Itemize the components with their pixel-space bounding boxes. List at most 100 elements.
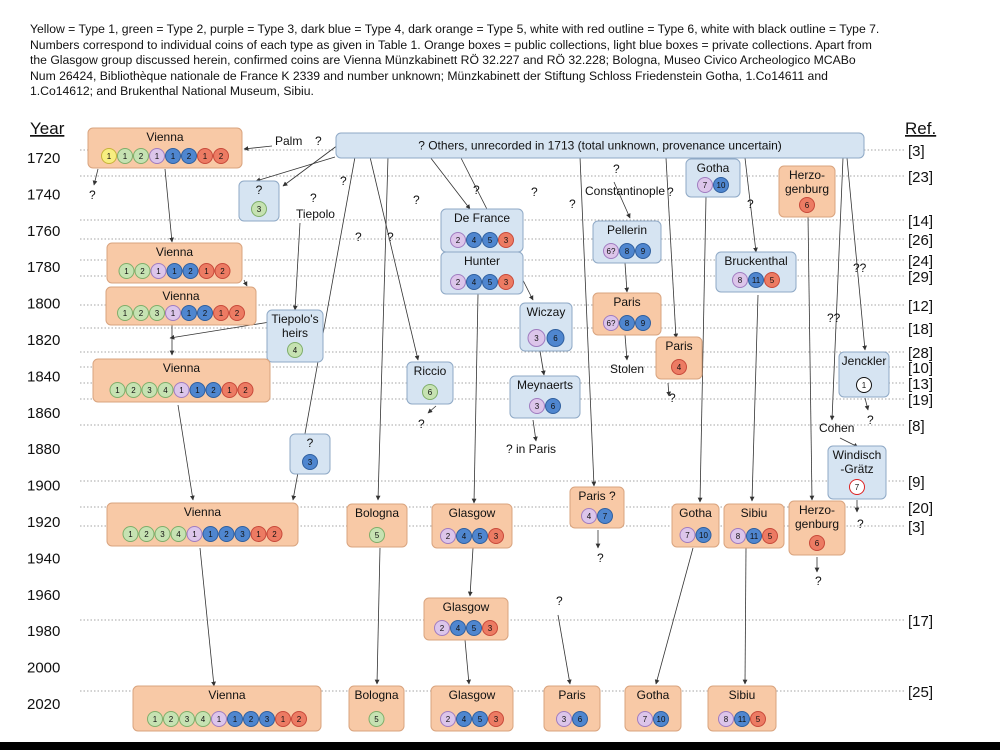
coin-circle (170, 526, 187, 542)
coin-type-7: 1 (856, 377, 872, 393)
collection-others: ? Others, unrecorded in 1713 (total unkn… (335, 132, 865, 159)
coin-number: 3 (147, 386, 152, 395)
coin-type-5: 1 (213, 305, 229, 321)
collection-label: Vienna (162, 289, 199, 303)
coin-circle (482, 232, 498, 248)
coin-circle (635, 243, 651, 259)
reference-label: [29] (908, 269, 933, 286)
coin-circle (671, 359, 687, 375)
coin-circle (762, 528, 778, 544)
year-tick-label: 1860 (27, 405, 60, 422)
coin-circle (856, 377, 872, 393)
coin-circle (422, 384, 438, 400)
coin-number: 1 (155, 152, 160, 161)
collection-label: Sibiu (729, 688, 756, 702)
collection-label: Paris ? (578, 489, 616, 503)
coin-circle (488, 528, 504, 544)
provenance-arrow (846, 157, 867, 351)
note-question: ? (815, 574, 822, 588)
coin-number: 3 (494, 715, 499, 724)
coin-circle (527, 329, 546, 347)
collection-box (406, 361, 454, 405)
collection-label: ? (307, 436, 314, 450)
year-tick-label: 1940 (27, 550, 60, 567)
reference-label: [3] (908, 519, 925, 536)
collection-label: Gotha (697, 161, 730, 175)
coin-number: 1 (128, 530, 133, 539)
caption-line: 1.Co14612; and Brukenthal National Museu… (30, 84, 314, 99)
coin-number: 2 (297, 715, 302, 724)
collection-label: Glasgow (443, 600, 490, 614)
coin-circle (637, 711, 653, 727)
coin-type-5: 1 (275, 711, 291, 727)
coin-number: 8 (724, 715, 729, 724)
coin-number: 6? (607, 319, 616, 328)
coin-number: 2 (249, 715, 254, 724)
coin-circle (730, 528, 746, 544)
collection-box (348, 685, 405, 732)
coin-number: 1 (204, 267, 209, 276)
note-question: ? (669, 391, 676, 405)
note-constantinople: Constantinople (585, 184, 665, 198)
collection-label: genburg (795, 517, 839, 531)
year-tick-label: 1760 (27, 223, 60, 240)
coin-number: 1 (219, 309, 224, 318)
provenance-arrow (532, 419, 538, 442)
coin-type-2: 6 (422, 384, 438, 400)
coin-type-4: 4 (466, 232, 482, 248)
coin-number: 1 (171, 152, 176, 161)
coin-circle (302, 454, 318, 470)
coin-number: 3 (308, 458, 313, 467)
provenance-arrow (177, 404, 195, 501)
coin-type-4: 1 (165, 148, 181, 164)
coin-circle (147, 711, 163, 727)
coin-circle (202, 526, 219, 542)
coin-circle (619, 243, 635, 259)
provenance-arrow (807, 215, 815, 501)
coin-type-3: 1 (165, 305, 181, 321)
coin-type-3: 1 (186, 526, 203, 542)
coin-type-4: 7 (597, 508, 613, 524)
collection-label: Paris (613, 295, 640, 309)
coin-number: 2 (456, 278, 461, 287)
coin-number: 1 (172, 267, 177, 276)
coin-circle (133, 148, 149, 164)
coin-circle (466, 232, 482, 248)
coin-number: 1 (171, 309, 176, 318)
coin-circle (165, 148, 181, 164)
coin-circle (456, 528, 472, 544)
collection-box (778, 165, 836, 218)
caption-line: Num 26424, Bibliothèque nationale de Fra… (30, 68, 828, 83)
coin-circle (149, 305, 165, 321)
coin-circle (581, 508, 597, 524)
coin-number: 3 (265, 715, 270, 724)
coin-number: 11 (738, 715, 747, 724)
coin-number: 2 (144, 530, 149, 539)
provenance-arrow (292, 222, 301, 311)
coin-type-5: 5 (764, 272, 780, 288)
coin-circle (195, 711, 211, 727)
coin-circle (450, 620, 466, 636)
coin-type-5: 2 (214, 263, 231, 279)
coin-type-3: 3 (529, 398, 545, 414)
coin-circle (234, 526, 251, 542)
coin-circle (118, 263, 135, 279)
coin-type-5: 2 (229, 305, 245, 321)
provenance-arrow (624, 334, 630, 361)
coin-type-2: 1 (147, 711, 163, 727)
coin-type-2: 3 (179, 711, 195, 727)
coin-type-3: 2 (450, 274, 466, 290)
coin-circle (546, 329, 565, 347)
year-axis-header: Year (30, 119, 65, 138)
note-question: ? (597, 551, 604, 565)
coin-type-4: 2 (197, 305, 213, 321)
provenance-arrow (654, 547, 694, 685)
provenance-arrow (471, 293, 479, 504)
coin-number: 7 (643, 715, 648, 724)
collection-label: Glasgow (449, 688, 496, 702)
coin-circle (166, 263, 183, 279)
year-tick-label: 2020 (27, 696, 60, 713)
